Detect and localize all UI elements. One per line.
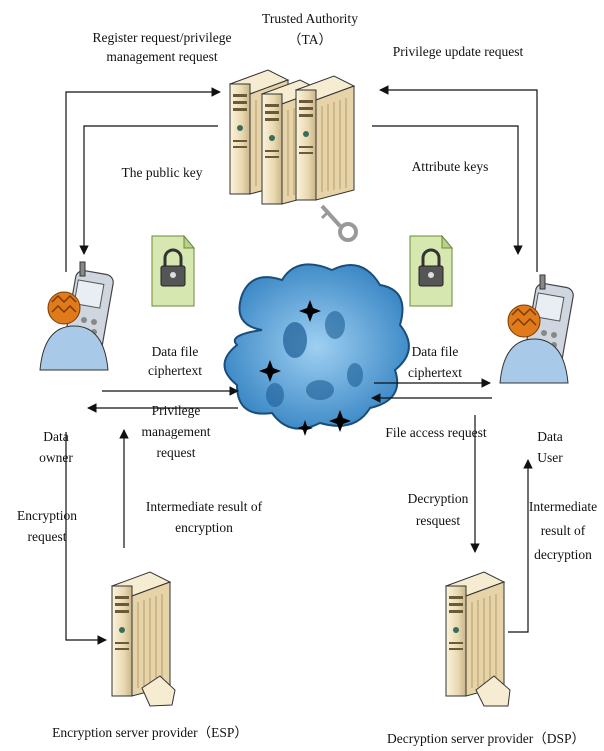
decryption-request-label-2: resquest — [415, 513, 461, 528]
encryption-request-arrow — [65, 432, 107, 645]
esp-server-icon — [111, 571, 176, 707]
intermediate-dec-label-2: result of — [540, 523, 586, 538]
encryption-request-label-2: request — [27, 529, 67, 544]
register-request-arrow — [65, 87, 221, 272]
intermediate-dec-label-3: decryption — [534, 547, 592, 562]
owner-ciphertext-label-2: ciphertext — [148, 363, 202, 378]
intermediate-dec-label-1: Intermediate — [528, 499, 598, 514]
register-request-label-2: management request — [106, 49, 218, 64]
privilege-mgmt-label-1: Privilege — [151, 403, 201, 418]
data-owner-label-2: owner — [39, 450, 73, 465]
public-key-label: The public key — [121, 165, 203, 180]
data-user-icon — [499, 274, 576, 384]
data-owner-label-1: Data — [43, 429, 69, 444]
ta-subtitle: （TA） — [288, 32, 332, 47]
privilege-update-arrow — [379, 85, 538, 272]
privilege-update-label: Privilege update request — [392, 44, 524, 59]
decryption-request-label-1: Decryption — [407, 491, 469, 506]
user-ciphertext-label-1: Data file — [411, 344, 459, 359]
esp-label: Encryption server provider（ESP） — [52, 725, 248, 740]
key-icon — [320, 204, 358, 242]
cloud-icon — [223, 263, 410, 436]
intermediate-enc-label-1: Intermediate result of — [145, 499, 263, 514]
user-ciphertext-label-2: ciphertext — [408, 365, 462, 380]
encryption-request-label-1: Encryption — [17, 508, 77, 523]
ta-server-icon — [229, 69, 355, 205]
dsp-server-icon — [445, 571, 511, 707]
data-user-label-2: User — [537, 450, 563, 465]
locked-file-icon — [150, 234, 196, 308]
intermediate-enc-label-2: encryption — [175, 520, 233, 535]
attribute-keys-arrow — [372, 125, 523, 255]
file-access-label: File access request — [385, 425, 487, 440]
ta-title: Trusted Authority — [262, 11, 358, 26]
privilege-mgmt-label-3: request — [156, 445, 196, 460]
data-owner-icon — [39, 261, 116, 371]
attribute-keys-label: Attribute keys — [411, 159, 489, 174]
register-request-label-1: Register request/privilege — [92, 30, 232, 45]
dsp-label: Decryption server provider（DSP） — [387, 731, 585, 746]
data-user-label-1: Data — [537, 429, 563, 444]
intermediate-dec-arrow — [508, 459, 533, 633]
owner-ciphertext-label-1: Data file — [151, 344, 199, 359]
privilege-mgmt-label-2: management — [141, 424, 211, 439]
locked-file-icon — [408, 234, 454, 308]
public-key-arrow — [79, 125, 218, 255]
